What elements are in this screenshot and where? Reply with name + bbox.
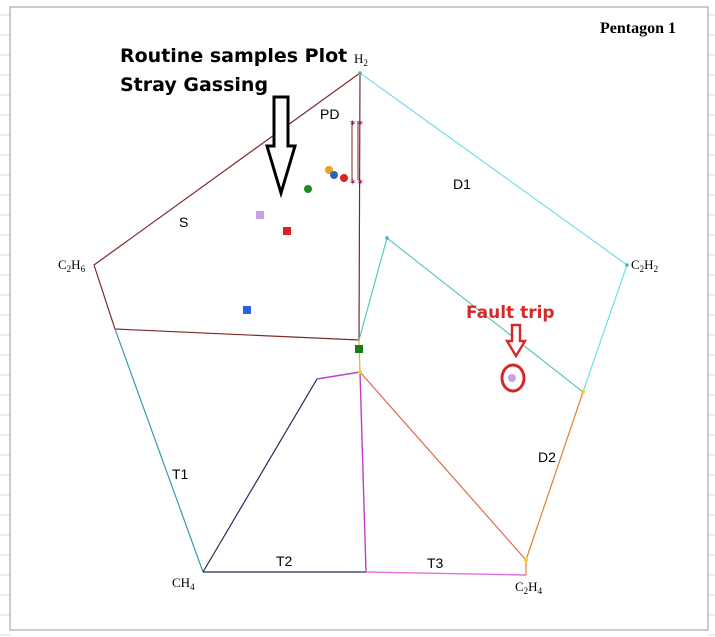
zone-t3-boundary: [316, 371, 367, 573]
annotation-line-1: Routine samples Plot: [120, 45, 347, 67]
sample-lilac-square: [256, 211, 264, 219]
vertex-label-c2h6: C2H6: [58, 257, 86, 274]
vertex-marker-d2-corner: [581, 390, 585, 394]
pd-star-marker-bottom: ✶✶: [349, 178, 364, 188]
zone-label-t2: T2: [276, 553, 293, 569]
sample-orange-dot: [325, 166, 333, 174]
vertex-marker-c2h2: [625, 263, 629, 267]
center-segment: [358, 339, 361, 373]
vertex-label-h2: H2: [354, 51, 368, 68]
diagram-frame: [9, 6, 709, 631]
zone-label-t3: T3: [427, 555, 444, 571]
zone-t2-boundary: [202, 378, 318, 573]
zone-label-s: S: [179, 214, 188, 230]
sample-red-dot: [340, 174, 348, 182]
zone-label-t1: T1: [172, 466, 189, 482]
zone-t1-boundary: [114, 328, 204, 573]
sample-blue-dot: [330, 171, 338, 179]
fault-highlight-ring: [500, 363, 526, 393]
diagram-title: Pentagon 1: [600, 20, 676, 37]
zone-d2-boundary: [525, 391, 584, 561]
annotation-line-2: Stray Gassing: [120, 74, 268, 96]
vertex-marker-c2h4: [523, 557, 529, 563]
sample-red-square: [283, 227, 291, 235]
zone-label-d1: D1: [453, 176, 471, 192]
pd-star-marker-top: ✶✶: [349, 119, 364, 129]
fault-trip-label: Fault trip: [466, 303, 555, 323]
zone-t3-bottom: [365, 571, 527, 576]
fault-sample-dot: [508, 374, 516, 382]
zone-t3-d2-boundary: [359, 371, 527, 561]
vertex-label-c2h4: C2H4: [515, 579, 543, 596]
fault-down-arrow-icon: [504, 323, 528, 359]
vertex-label-ch4: CH4: [172, 575, 195, 592]
sample-green-square: [355, 345, 363, 353]
zone-d1-outer-boundary: [359, 72, 628, 393]
background-grid: [0, 14, 715, 636]
zone-label-pd: PD: [320, 106, 339, 122]
sample-blue-square: [243, 306, 251, 314]
vertex-marker-inner: [385, 236, 389, 240]
vertex-marker-center: [358, 370, 362, 374]
sample-points: [243, 166, 516, 382]
vertex-label-c2h2: C2H2: [631, 257, 658, 274]
annotation-down-arrow-icon: [264, 95, 298, 199]
sample-green-dot: [304, 185, 312, 193]
vertex-marker-h2: [358, 71, 362, 75]
zone-label-d2: D2: [538, 449, 556, 465]
